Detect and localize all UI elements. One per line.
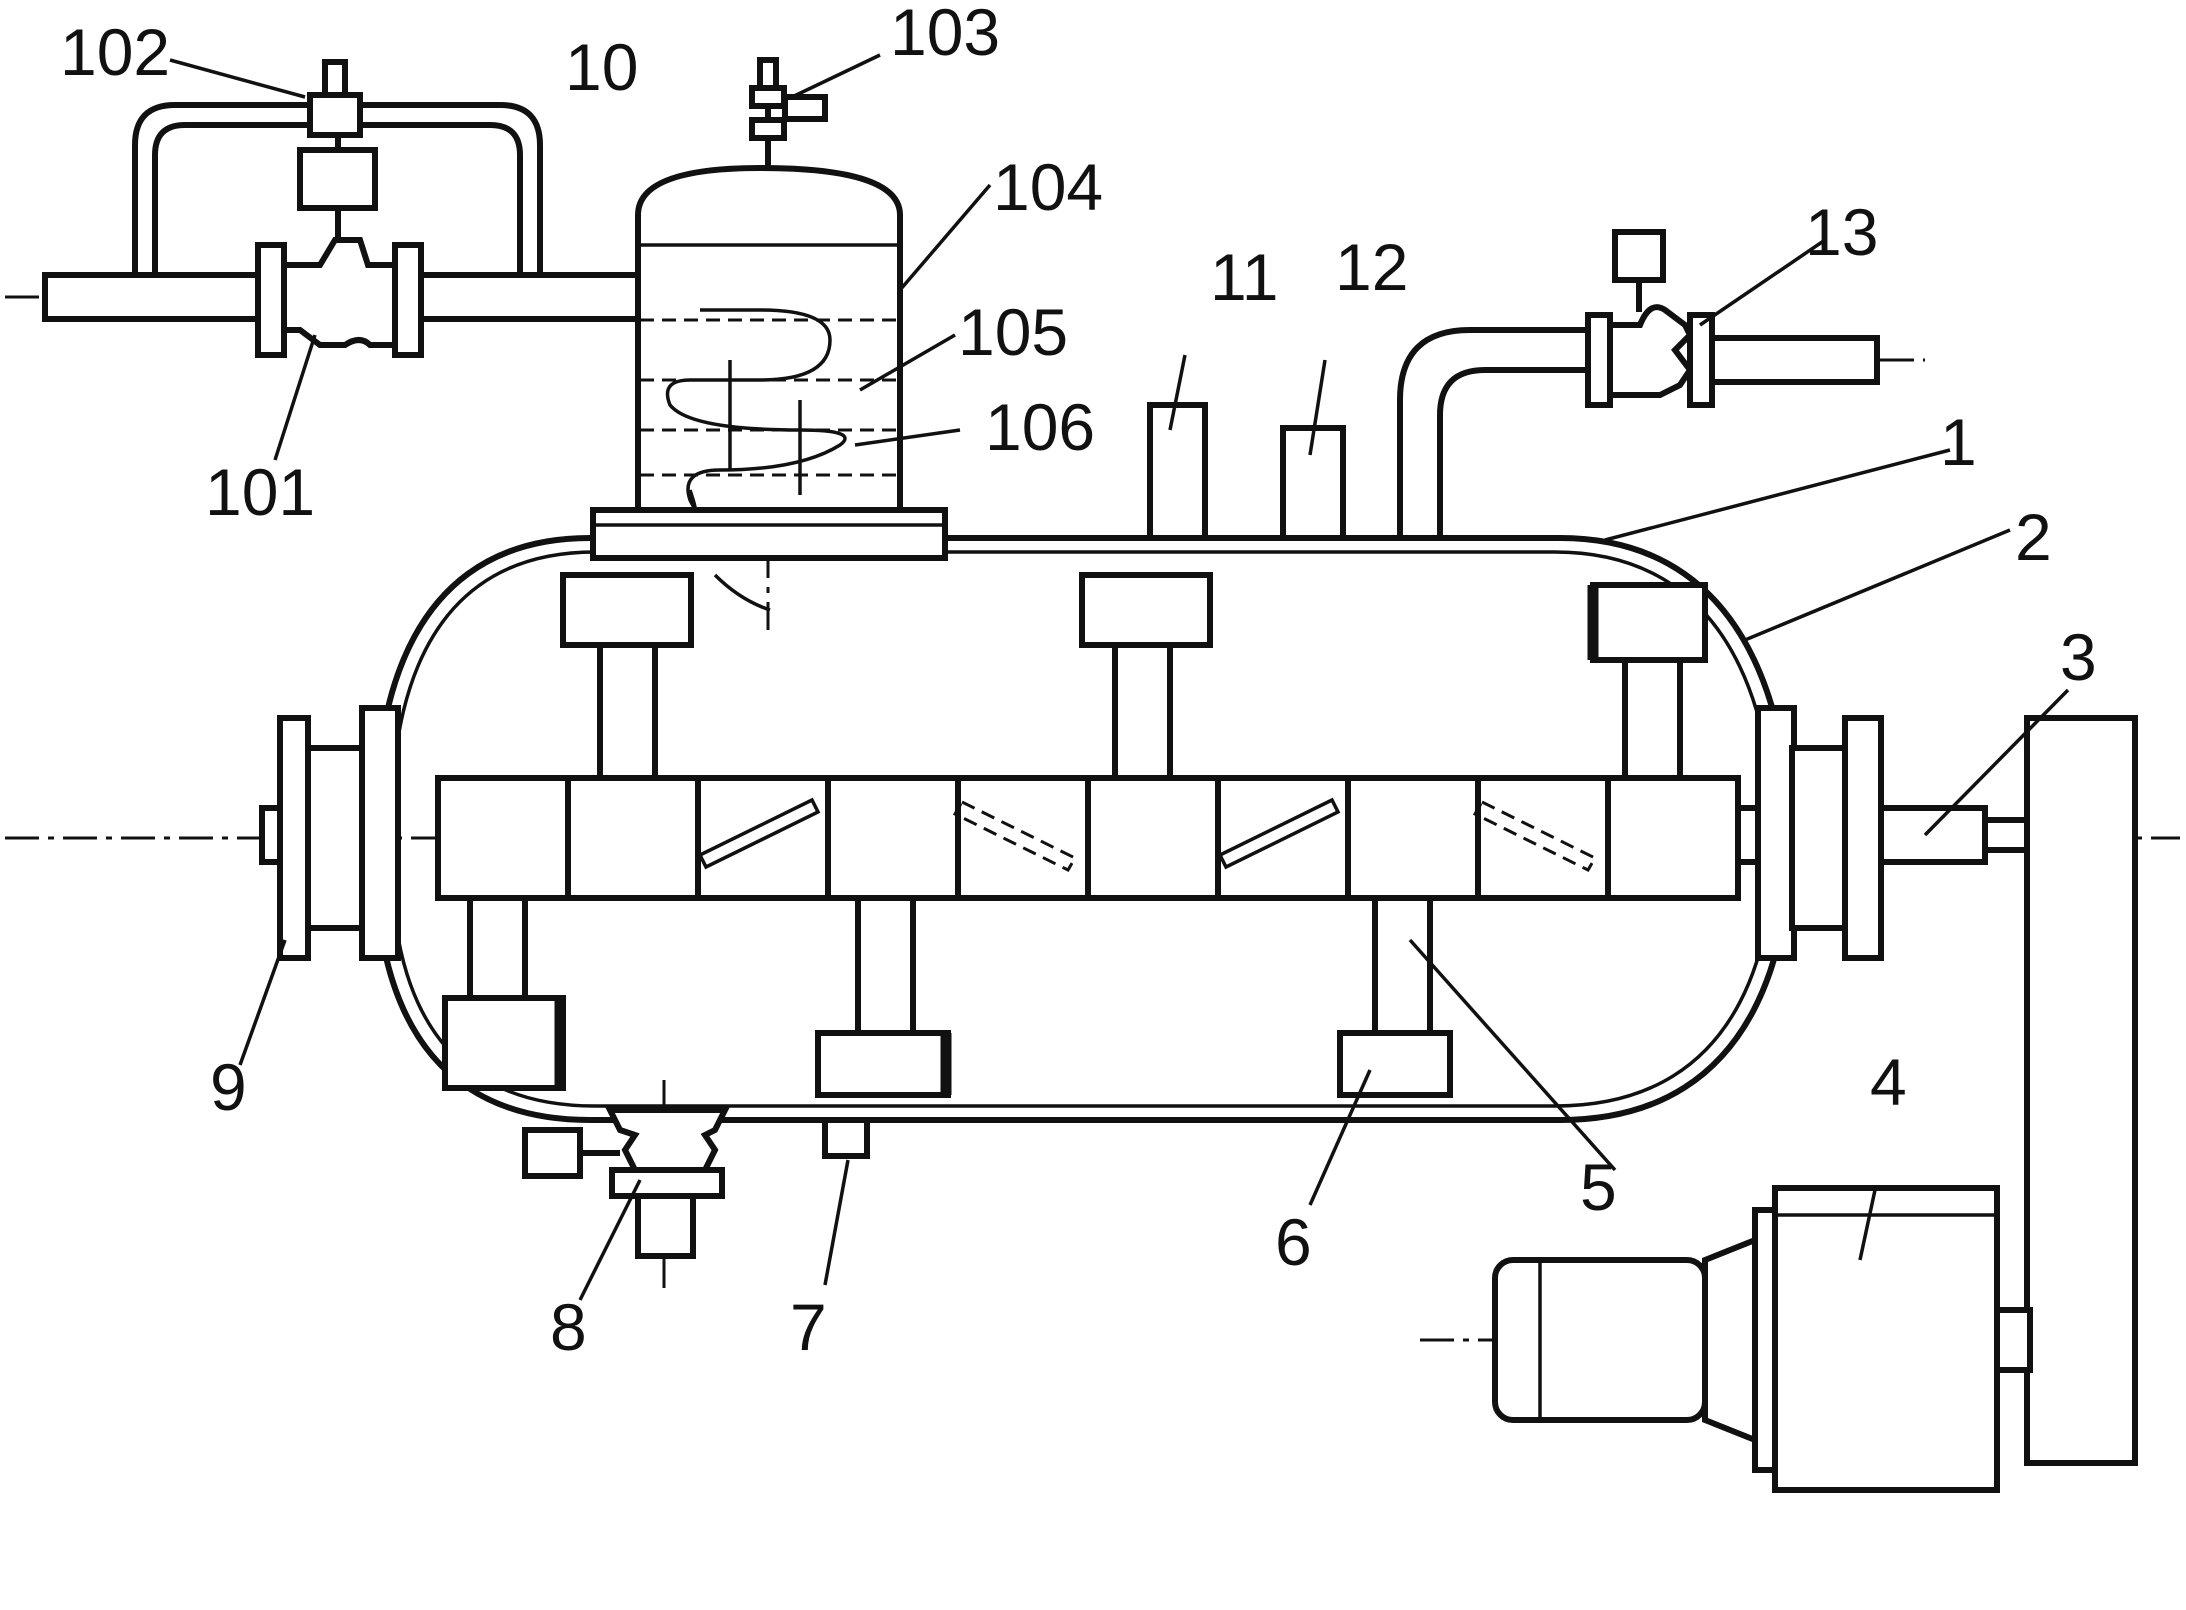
- lower-agitator-arms: [442, 895, 1453, 1098]
- left-bearing-seat: [359, 705, 401, 961]
- inlet-valve-flange-left: [255, 242, 287, 358]
- inlet-valve-flange-right: [392, 242, 424, 358]
- label-102: 102: [60, 15, 170, 89]
- shaft-coupling-stub: [1982, 817, 2033, 853]
- label-8: 8: [550, 1290, 587, 1364]
- inlet-pipe-right: [417, 272, 641, 322]
- cyclone-flow-arrow: [665, 308, 847, 510]
- outlet-valve-flange-left: [1585, 312, 1613, 408]
- label-104: 104: [993, 150, 1103, 224]
- label-3: 3: [2060, 620, 2097, 694]
- label-6: 6: [1275, 1205, 1312, 1279]
- gearbox-housing: [1772, 1185, 2000, 1493]
- label-2: 2: [2015, 500, 2052, 574]
- outlet-valve-body: [1607, 304, 1694, 398]
- label-5: 5: [1580, 1150, 1617, 1224]
- label-105: 105: [958, 295, 1068, 369]
- outlet-pipe-straight: [1709, 335, 1880, 385]
- left-flange-plate: [277, 715, 311, 961]
- outlet-valve-actuator: [1612, 229, 1666, 283]
- label-4: 4: [1870, 1045, 1907, 1119]
- label-103: 103: [890, 0, 1000, 69]
- label-12: 12: [1335, 230, 1408, 304]
- top-nozzle-11: [1147, 402, 1208, 541]
- inlet-pipe-left: [42, 272, 263, 322]
- inclined-blades: [697, 797, 1598, 872]
- label-101: 101: [205, 455, 315, 529]
- motor-adapter-cone: [1702, 1235, 1758, 1445]
- separator-base-flange: [590, 507, 948, 561]
- label-106: 106: [985, 390, 1095, 464]
- bypass-valve-handle: [322, 59, 348, 98]
- upper-agitator-arms: [560, 572, 1708, 781]
- leader-lines: [169, 53, 2070, 1301]
- separator-vessel: [635, 164, 903, 513]
- label-11: 11: [1210, 240, 1279, 314]
- label-13: 13: [1805, 195, 1878, 269]
- right-bearing-seat: [1755, 705, 1797, 961]
- motor-shaft-stub: [1992, 1307, 2033, 1373]
- bypass-valve: [307, 92, 363, 138]
- agitator-hub-row: [435, 775, 1741, 901]
- sample-port: [822, 1117, 870, 1159]
- outlet-valve-flange-right: [1687, 312, 1715, 408]
- outlet-pipe-bend: [1397, 327, 1590, 538]
- label-9: 9: [210, 1050, 247, 1124]
- discharge-valve: [522, 1107, 730, 1259]
- inlet-valve-body: [281, 237, 398, 348]
- motor-body: [1492, 1257, 1708, 1423]
- label-7: 7: [790, 1290, 827, 1364]
- label-1: 1: [1940, 405, 1977, 479]
- label-10: 10: [565, 30, 638, 104]
- right-flange-plate: [1842, 715, 1884, 961]
- vent-valve: [749, 57, 828, 168]
- separator-outflow-arrow: [713, 573, 771, 612]
- belt-pulley: [2024, 715, 2138, 1466]
- inlet-valve-actuator: [297, 147, 378, 211]
